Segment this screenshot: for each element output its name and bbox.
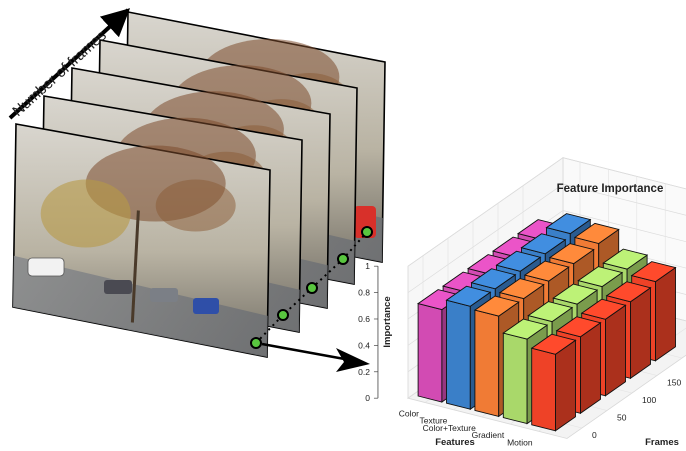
- frame-tick-label: 100: [642, 395, 656, 405]
- video-frame-stack: [12, 11, 386, 358]
- bar-top-face: [523, 260, 570, 282]
- bar-top-face: [502, 318, 549, 340]
- bar-side-face: [655, 266, 676, 362]
- grid-line: [407, 157, 686, 267]
- tree-canopy: [155, 179, 236, 232]
- bar-top-face: [527, 301, 574, 323]
- feature-importance-chart: 0 0.2 0.4 0.6 0.8 1ColorTextureColor+TextureG…: [358, 156, 686, 448]
- bar-motion-row-0: [530, 333, 577, 432]
- pointer-arrow-head: [336, 348, 370, 372]
- bar-top-face: [545, 213, 592, 235]
- x-axis-label: Features: [435, 437, 475, 448]
- feature-tick-label: Motion: [507, 437, 533, 447]
- frame-tick-label: 0: [592, 430, 597, 440]
- bar-top-face: [473, 295, 520, 317]
- bar-side-face: [630, 286, 651, 380]
- bar-top-face: [577, 266, 624, 288]
- bar-top-face: [580, 298, 627, 320]
- bar-top-face: [605, 281, 652, 303]
- z-tick-label: 0: [365, 393, 370, 403]
- bar-top-face: [573, 222, 620, 244]
- video-frame: [12, 123, 271, 358]
- bar-side-face: [555, 339, 576, 432]
- bar-top-face: [470, 268, 517, 290]
- frame-tick-label: 50: [617, 413, 627, 423]
- feature-tick-label: Color+Texture: [423, 423, 476, 433]
- z-tick-label: 0.4: [358, 340, 370, 350]
- tracked-point-dot: [337, 253, 349, 265]
- z-axis-label: Importance: [382, 296, 393, 347]
- tracked-point-dot: [306, 282, 318, 294]
- tracked-point-dot: [250, 337, 262, 349]
- frames-axis-arrow: [8, 8, 131, 120]
- tree-canopy: [40, 179, 131, 248]
- y-axis-label: Frames: [645, 437, 679, 448]
- bar-top-face: [498, 278, 545, 300]
- bar-top-face: [602, 248, 649, 270]
- bar-front-face: [474, 309, 500, 417]
- car: [104, 280, 132, 294]
- pointer-arrow: [261, 342, 351, 362]
- road-strip: [13, 255, 268, 357]
- bar-top-face: [555, 316, 602, 338]
- bar-front-face: [417, 303, 443, 403]
- z-tick-label: 0.2: [358, 367, 370, 377]
- bar-top-face: [520, 233, 567, 255]
- feature-tick-label: Gradient: [472, 430, 505, 440]
- frame-tick-label: 150: [667, 378, 681, 388]
- tracked-point-dot: [277, 309, 289, 321]
- car: [193, 298, 219, 314]
- bar-top-face: [630, 261, 677, 283]
- grid-line: [407, 183, 686, 293]
- z-tick-label: 0.6: [358, 314, 370, 324]
- bar-top-face: [552, 283, 599, 305]
- chart-bars: [417, 213, 677, 432]
- tracked-point-trajectory: [250, 226, 373, 349]
- chart-axes: 0 0.2 0.4 0.6 0.8 1ColorTextureColor+TextureG…: [358, 261, 681, 447]
- bar-top-face: [530, 333, 577, 355]
- bar-top-face: [495, 250, 542, 272]
- z-tick-label: 0.8: [358, 288, 370, 298]
- chart-title: Feature Importance: [557, 183, 664, 195]
- bar-front-face: [531, 347, 556, 432]
- bar-side-face: [580, 321, 601, 415]
- car: [150, 288, 178, 302]
- bar-top-face: [548, 243, 595, 265]
- bar-front-face: [502, 332, 528, 425]
- tree-trunk: [130, 210, 140, 323]
- car: [27, 257, 65, 277]
- z-tick-label: 1: [365, 261, 370, 271]
- feature-tick-label: Texture: [420, 416, 448, 426]
- bar-top-face: [445, 285, 492, 307]
- bar-side-face: [605, 304, 626, 397]
- bar-front-face: [446, 299, 471, 410]
- tracked-point-dot: [361, 226, 373, 238]
- feature-tick-label: Color: [399, 409, 419, 419]
